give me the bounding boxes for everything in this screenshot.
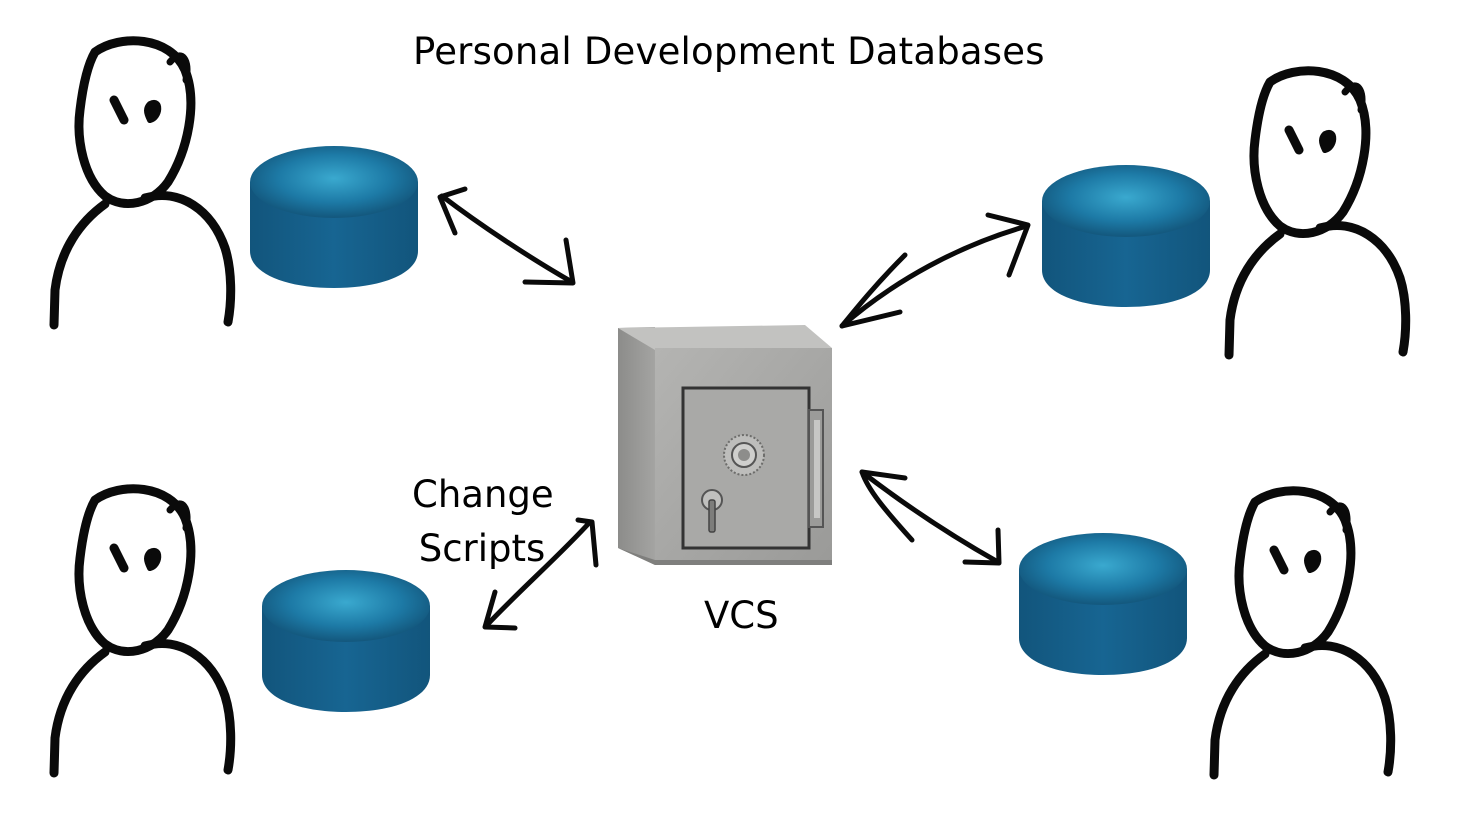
change-scripts-line1: Change [412, 473, 554, 516]
diagram-title: Personal Development Databases [413, 30, 1045, 73]
arrow-top-right-icon [839, 212, 1031, 329]
change-scripts-line2: Scripts [418, 527, 546, 570]
person-top-left-icon [54, 41, 231, 325]
change-scripts-label: Change Scripts [412, 468, 554, 576]
safe-vault-icon [618, 325, 832, 565]
database-top-left-icon [250, 146, 418, 288]
person-bottom-left-icon [54, 489, 231, 773]
arrow-top-left-icon [437, 186, 576, 286]
person-top-right-icon [1229, 71, 1406, 355]
person-bottom-right-icon [1214, 491, 1391, 775]
arrow-bottom-left-icon [482, 517, 599, 631]
database-top-right-icon [1042, 165, 1210, 307]
arrow-bottom-right-icon [859, 469, 1002, 566]
database-bottom-left-icon [262, 570, 430, 712]
vcs-label: VCS [704, 594, 779, 637]
database-bottom-right-icon [1019, 533, 1187, 675]
